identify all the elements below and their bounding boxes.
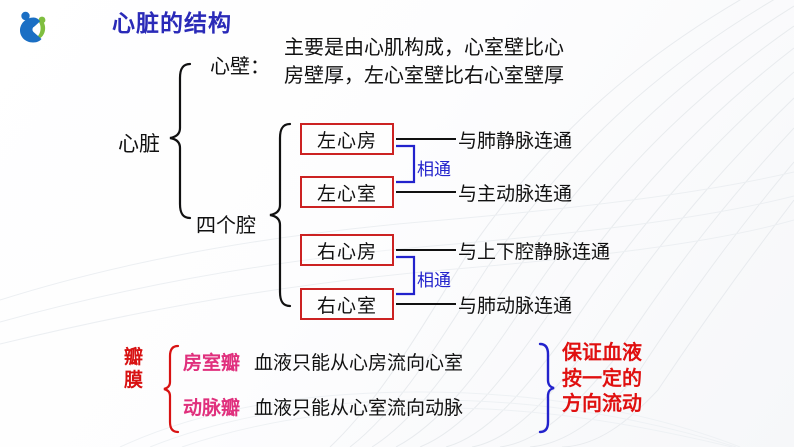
connector-line-right-ventricle xyxy=(396,303,456,305)
connector-line-left-ventricle xyxy=(396,191,456,193)
link-label-right-pair: 相通 xyxy=(417,271,451,291)
valve-name-semilunar: 动脉瓣 xyxy=(183,397,241,419)
diagram-root-label: 心脏 xyxy=(118,132,160,156)
page-title: 心脏的结构 xyxy=(112,11,232,37)
valve-description-semilunar: 血液只能从心室流向动脉 xyxy=(254,397,464,419)
heart-wall-label: 心壁： xyxy=(210,54,270,78)
connection-text-right-ventricle: 与肺动脉连通 xyxy=(458,295,573,317)
brand-logo-icon xyxy=(20,11,46,43)
connection-text-left-atrium: 与肺静脉连通 xyxy=(458,130,573,152)
valves-result-text: 保证血液 按一定的 方向流动 xyxy=(562,340,642,416)
connector-line-right-atrium xyxy=(396,249,456,251)
cavities-label: 四个腔 xyxy=(196,213,256,237)
connection-text-left-ventricle: 与主动脉连通 xyxy=(458,183,573,205)
chamber-box-left-atrium[interactable]: 左心房 xyxy=(300,123,394,155)
chamber-box-left-ventricle[interactable]: 左心室 xyxy=(300,176,394,208)
connection-text-right-atrium: 与上下腔静脉连通 xyxy=(458,241,611,263)
heart-wall-description: 主要是由心肌构成，心室壁比心 房壁厚，左心室壁比右心室壁厚 xyxy=(284,35,564,88)
chamber-box-right-ventricle[interactable]: 右心室 xyxy=(300,288,394,320)
connector-line-left-atrium xyxy=(396,138,456,140)
link-label-left-pair: 相通 xyxy=(417,160,451,180)
valve-description-atrioventricular: 血液只能从心房流向心室 xyxy=(254,352,464,374)
valve-name-atrioventricular: 房室瓣 xyxy=(183,352,241,374)
chamber-box-right-atrium[interactable]: 右心房 xyxy=(300,234,394,266)
valves-section-title: 瓣 膜 xyxy=(124,346,144,392)
